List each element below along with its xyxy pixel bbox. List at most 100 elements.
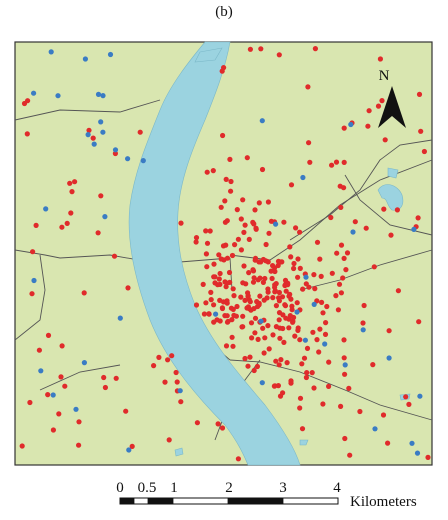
red-point <box>230 306 236 312</box>
red-point <box>193 239 199 245</box>
blue-point <box>43 206 49 212</box>
boundary-line <box>344 174 433 236</box>
red-point <box>314 239 321 245</box>
red-point <box>246 236 252 242</box>
red-point <box>269 275 275 282</box>
red-point <box>291 260 297 267</box>
red-point <box>216 276 222 282</box>
red-point <box>333 159 340 165</box>
red-point <box>248 320 255 326</box>
red-point <box>316 349 322 355</box>
boundary-line <box>14 99 161 121</box>
scale-tick-label: 1 <box>170 480 178 496</box>
red-point <box>303 374 309 381</box>
red-point <box>403 394 409 400</box>
red-point <box>324 303 330 310</box>
red-point <box>165 357 171 363</box>
red-point <box>173 369 179 376</box>
blue-point <box>95 91 102 97</box>
blue-point <box>213 311 219 317</box>
scale-bar: 0 0.5 1 2 3 4 Kilometers <box>116 480 417 510</box>
blue-point <box>303 274 309 280</box>
ponds <box>174 167 411 457</box>
red-point <box>69 189 75 195</box>
red-point <box>299 361 305 367</box>
red-point <box>129 443 135 449</box>
red-point <box>251 275 257 281</box>
red-point <box>242 297 248 303</box>
red-point <box>258 46 264 52</box>
red-point <box>291 265 297 272</box>
red-point <box>272 289 278 295</box>
red-point <box>300 286 306 292</box>
red-point <box>212 280 218 286</box>
blue-point <box>350 229 356 235</box>
red-point <box>294 300 300 306</box>
blue-point <box>294 309 300 315</box>
scale-segment <box>282 497 339 505</box>
red-point <box>289 307 295 313</box>
north-arrow-icon <box>378 86 406 128</box>
red-point <box>215 421 221 427</box>
red-point <box>282 277 289 283</box>
red-point <box>24 131 30 137</box>
red-point <box>277 393 284 399</box>
red-point <box>59 224 65 230</box>
red-point <box>228 178 234 185</box>
red-point <box>207 228 213 234</box>
red-point <box>206 311 212 317</box>
red-point <box>125 285 131 291</box>
red-point <box>251 306 257 312</box>
blue-point <box>98 119 104 125</box>
red-point <box>90 135 96 141</box>
red-point <box>174 379 180 385</box>
red-point <box>363 225 369 231</box>
blue-point <box>112 147 119 153</box>
red-point <box>276 310 283 316</box>
red-point <box>240 197 246 203</box>
red-point <box>301 355 308 361</box>
red-point <box>317 256 323 262</box>
red-point <box>293 225 299 231</box>
blue-point <box>302 337 308 343</box>
red-point <box>338 290 344 296</box>
red-point <box>395 288 401 294</box>
red-point <box>295 256 301 262</box>
red-point <box>270 263 276 269</box>
red-point <box>231 293 237 299</box>
red-point <box>225 318 231 325</box>
pond <box>377 184 404 211</box>
red-point <box>297 265 303 271</box>
blue-point <box>50 392 56 398</box>
red-point <box>287 313 293 319</box>
scale-segment <box>228 498 283 504</box>
blue-point-layer <box>30 49 423 456</box>
blue-point <box>372 426 378 432</box>
red-point <box>370 362 376 368</box>
red-point <box>72 179 78 185</box>
red-point <box>319 299 325 305</box>
scale-segment <box>172 497 229 505</box>
blue-point <box>85 132 91 138</box>
red-point <box>334 250 340 256</box>
red-point <box>238 247 244 253</box>
red-point <box>311 272 317 278</box>
red-point <box>62 383 68 389</box>
red-point <box>204 264 210 270</box>
red-point <box>98 193 104 199</box>
red-point <box>421 148 427 155</box>
blue-point <box>258 318 264 324</box>
red-point <box>169 353 175 359</box>
red-point <box>234 303 240 310</box>
red-point <box>309 370 315 376</box>
red-point <box>224 218 230 224</box>
red-point <box>320 401 326 407</box>
red-point <box>219 305 225 311</box>
blue-point <box>48 49 54 55</box>
red-point <box>386 328 392 334</box>
red-point <box>240 280 246 286</box>
red-point <box>282 302 288 308</box>
red-point <box>224 255 231 261</box>
pond <box>299 439 309 446</box>
red-point <box>228 188 234 194</box>
